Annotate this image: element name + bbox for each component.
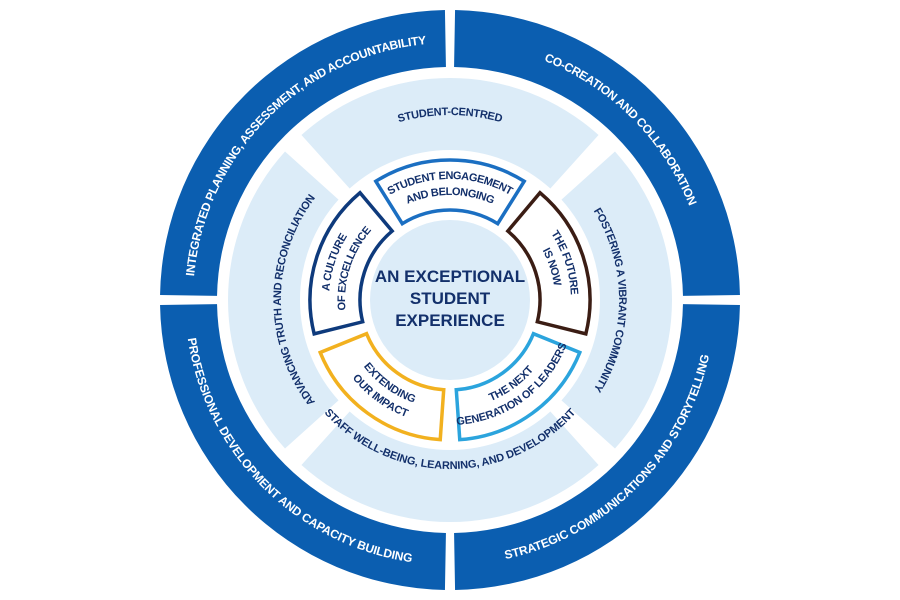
outer-segment-professional-development xyxy=(160,304,446,590)
outer-segment-communications xyxy=(454,304,740,590)
inner-segment-culture-of-excellence xyxy=(308,190,395,336)
inner-segment-future-is-now xyxy=(505,190,592,336)
middle-segment-vibrant-community xyxy=(561,151,672,449)
outer-segment-co-creation xyxy=(454,10,740,296)
center-title-line-3: EXPERIENCE xyxy=(395,311,505,330)
middle-segment-truth-reconciliation xyxy=(227,151,339,449)
inner-segment-student-engagement xyxy=(373,158,527,227)
inner-segment-extending-impact xyxy=(317,331,446,442)
inner-segment-next-generation xyxy=(454,331,583,442)
middle-segment-staff-wellbeing xyxy=(301,411,599,523)
middle-segment-student-centred xyxy=(301,77,599,189)
center-circle xyxy=(370,220,530,380)
center-title-line-1: AN EXCEPTIONAL xyxy=(375,267,525,286)
outer-segment-planning xyxy=(160,10,446,296)
center-circle-group: AN EXCEPTIONAL STUDENT EXPERIENCE xyxy=(370,220,530,380)
center-title-line-2: STUDENT xyxy=(410,289,491,308)
